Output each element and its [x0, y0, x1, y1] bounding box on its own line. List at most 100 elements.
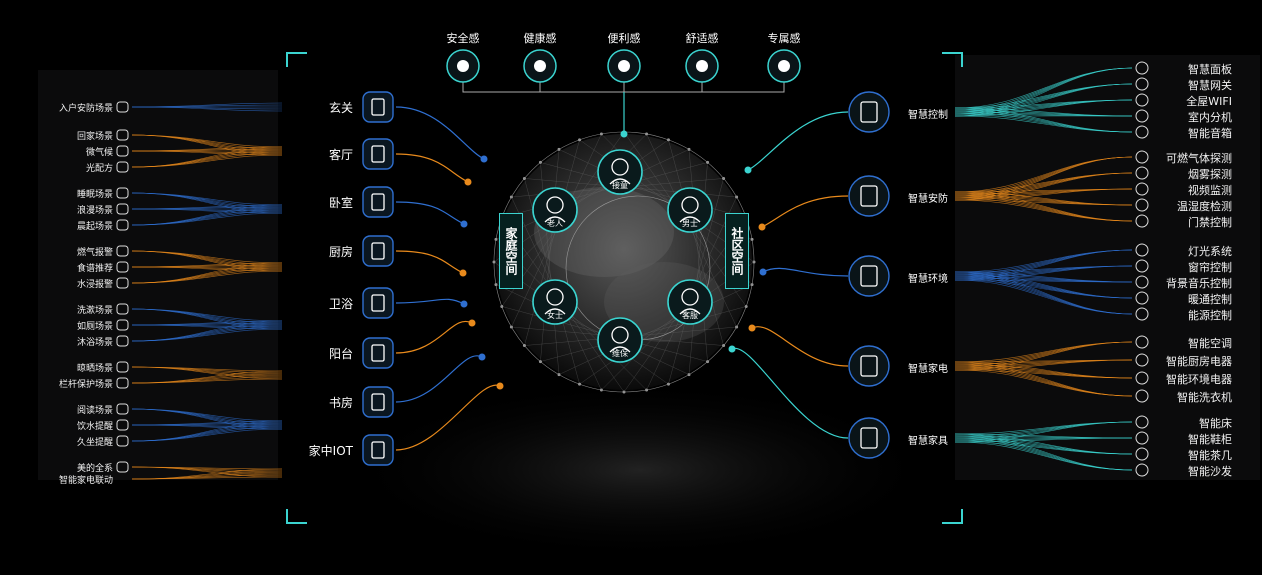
item-icon — [1135, 259, 1149, 273]
left-item-label: 水浸报警 — [76, 280, 113, 290]
couch-icon[interactable] — [848, 417, 890, 459]
heartbeat-icon[interactable] — [848, 255, 890, 297]
chat-icon[interactable] — [848, 175, 890, 217]
toilet-icon[interactable] — [362, 287, 394, 319]
category-item-label: 能源控制 — [1188, 309, 1232, 322]
category-dot — [758, 223, 766, 231]
item-icon — [1135, 353, 1149, 367]
person-label: 女士 — [547, 311, 563, 320]
category-dot — [728, 345, 736, 353]
corner-bracket — [942, 509, 963, 524]
room-dot — [464, 178, 472, 186]
item-icon — [1135, 307, 1149, 321]
chair-icon — [116, 435, 129, 447]
room-label: 客厅 — [328, 148, 353, 162]
recipe-icon — [116, 261, 129, 273]
category-item-label: 窗帘控制 — [1188, 261, 1232, 274]
door-icon[interactable] — [362, 91, 394, 123]
category-label: 智慧安防 — [908, 194, 948, 205]
knife-icon[interactable] — [362, 235, 394, 267]
droplet-icon — [116, 145, 129, 157]
left-item-label: 久坐提醒 — [76, 438, 113, 448]
category-item-label: 背景音乐控制 — [1166, 277, 1232, 290]
item-icon — [1135, 243, 1149, 257]
cup-icon — [116, 419, 129, 431]
item-icon — [1135, 109, 1149, 123]
category-item-label: 智能沙发 — [1188, 465, 1232, 478]
toilet-icon — [116, 319, 129, 331]
item-icon — [1135, 335, 1149, 349]
category-item-label: 智能鞋柜 — [1188, 433, 1232, 446]
category-item-label: 智能床 — [1199, 417, 1232, 430]
room-dot — [468, 319, 476, 327]
left-item-label: 沐浴场景 — [76, 338, 113, 348]
category-item-label: 门禁控制 — [1188, 216, 1232, 229]
item-icon — [1135, 447, 1149, 461]
phone-icon[interactable] — [848, 91, 890, 133]
left-item-label: 晨起场景 — [76, 222, 113, 232]
left-item-label: 浪漫场景 — [76, 206, 113, 216]
category-item-label: 烟雾探测 — [1188, 168, 1232, 181]
service-icon[interactable] — [667, 279, 713, 325]
room-dot — [459, 269, 467, 277]
left-item-label: 洗漱场景 — [76, 306, 113, 316]
left-item-label: 美的全系 — [76, 464, 113, 474]
left-item-label: 微气候 — [85, 148, 113, 158]
item-icon — [1135, 371, 1149, 385]
category-item-label: 智能洗衣机 — [1177, 391, 1232, 404]
left-item-label: 食谱推荐 — [76, 264, 113, 274]
child-icon[interactable] — [597, 149, 643, 195]
cloud-icon[interactable] — [848, 345, 890, 387]
feeling-label: 便利感 — [607, 32, 641, 45]
community-space-title: 社区空间 — [725, 213, 749, 289]
left-item-label: 阅读场景 — [76, 406, 113, 416]
home-space-title: 家庭空间 — [499, 213, 523, 289]
person-label: 接童 — [612, 181, 628, 190]
bulb-icon — [116, 161, 129, 173]
room-dot — [480, 155, 488, 163]
wash-icon — [116, 303, 129, 315]
bed-icon[interactable] — [362, 186, 394, 218]
item-icon — [1135, 150, 1149, 164]
category-item-label: 视频监测 — [1188, 184, 1232, 197]
room-label: 家中IOT — [308, 444, 353, 458]
book-icon[interactable] — [362, 386, 394, 418]
category-item-label: 智慧网关 — [1188, 79, 1232, 92]
elder-icon[interactable] — [532, 187, 578, 233]
room-dot — [460, 300, 468, 308]
category-label: 智慧家电 — [908, 364, 948, 375]
bed-icon — [116, 187, 129, 199]
corner-bracket — [286, 52, 307, 67]
room-label: 玄关 — [328, 101, 353, 115]
category-item-label: 全屋WIFI — [1186, 95, 1232, 108]
man-icon[interactable] — [667, 187, 713, 233]
category-item-label: 智能环境电器 — [1166, 373, 1232, 386]
maintenance-icon[interactable] — [597, 317, 643, 363]
item-icon — [1135, 275, 1149, 289]
feeling-label: 专属感 — [767, 32, 801, 45]
category-label: 智慧控制 — [908, 110, 948, 121]
category-dot — [748, 324, 756, 332]
iot-icon[interactable] — [362, 434, 394, 466]
feeling-label: 安全感 — [446, 32, 480, 45]
category-label: 智慧家具 — [908, 436, 948, 447]
item-icon — [1135, 125, 1149, 139]
category-item-label: 灯光系统 — [1188, 245, 1232, 258]
category-item-label: 暖通控制 — [1188, 293, 1232, 306]
shower-icon — [116, 335, 129, 347]
left-item-label: 睡眠场景 — [76, 190, 113, 200]
item-icon — [1135, 198, 1149, 212]
feeling-label: 健康感 — [523, 32, 557, 45]
category-item-label: 智能音箱 — [1188, 127, 1232, 140]
item-icon — [1135, 214, 1149, 228]
corner-bracket — [286, 509, 307, 524]
category-item-label: 智能厨房电器 — [1166, 355, 1232, 368]
category-item-label: 智能空调 — [1188, 337, 1232, 350]
woman-icon[interactable] — [532, 279, 578, 325]
balcony-icon[interactable] — [362, 337, 394, 369]
sofa-icon[interactable] — [362, 138, 394, 170]
item-icon — [1135, 61, 1149, 75]
item-icon — [1135, 93, 1149, 107]
item-icon — [1135, 463, 1149, 477]
